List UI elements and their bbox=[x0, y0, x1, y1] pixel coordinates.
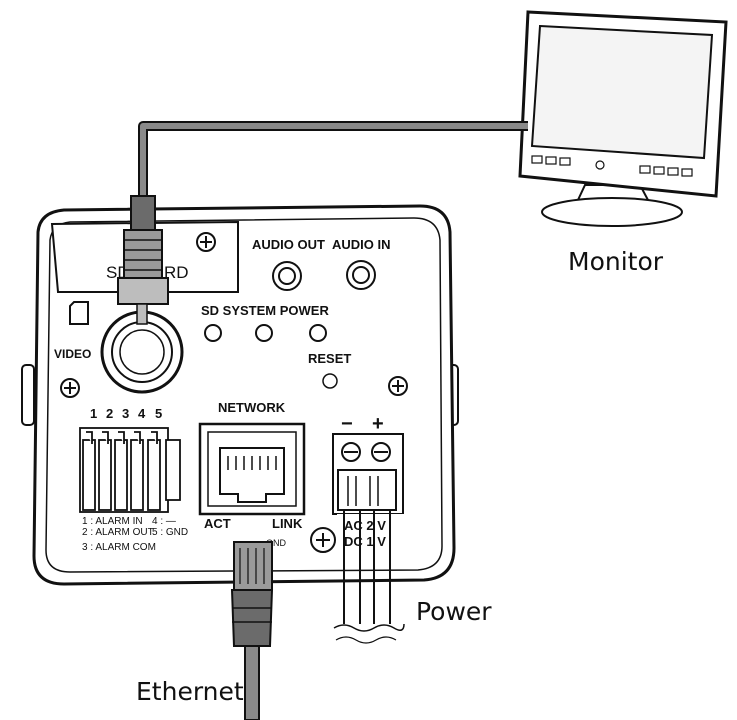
terminal-pin-4: 4 bbox=[138, 406, 146, 421]
terminal-legend-4: 4 : — bbox=[152, 516, 176, 527]
screw-right-icon bbox=[388, 376, 408, 396]
reset-button bbox=[322, 373, 338, 389]
power-terminal-block bbox=[332, 433, 404, 515]
ethernet-cable-wire bbox=[244, 639, 260, 720]
terminal-pin-3: 3 bbox=[122, 406, 129, 421]
sd-card-label-right: RD bbox=[164, 263, 189, 282]
audio-in-label: AUDIO IN bbox=[332, 237, 391, 252]
reset-label: RESET bbox=[308, 351, 351, 366]
sd-led bbox=[204, 324, 222, 342]
screws bbox=[60, 232, 408, 398]
bnc-cable-boot bbox=[130, 195, 156, 233]
power-wires bbox=[333, 510, 405, 644]
bnc-video-connector bbox=[100, 195, 184, 394]
power-plus-label: + bbox=[372, 413, 384, 435]
terminal-legend-3: 3 : ALARM COM bbox=[82, 542, 156, 553]
video-cable bbox=[138, 121, 528, 200]
sd-card-icon bbox=[69, 301, 89, 325]
video-cable-core bbox=[140, 123, 528, 200]
power-label: Power bbox=[416, 597, 492, 626]
status-leds bbox=[204, 324, 327, 342]
audio-in-jack bbox=[346, 260, 376, 290]
bnc-plug-ring bbox=[123, 229, 163, 279]
led-row-label: SD SYSTEM POWER bbox=[201, 303, 329, 318]
ground-screw-icon bbox=[310, 527, 336, 553]
power-dc-label: DC 1 V bbox=[344, 534, 386, 549]
terminal-pin-1: 1 bbox=[90, 406, 97, 421]
power-ac-label: AC 2 V bbox=[344, 518, 386, 533]
power-led bbox=[309, 324, 327, 342]
power-label-backdrop bbox=[337, 514, 407, 548]
video-label: VIDEO bbox=[54, 347, 91, 361]
terminal-slots bbox=[82, 431, 161, 511]
ethernet-cable bbox=[230, 541, 274, 720]
monitor-buttons bbox=[531, 155, 693, 177]
link-label: LINK bbox=[272, 516, 303, 531]
terminal-legend-2: 2 : ALARM OUT bbox=[82, 527, 154, 538]
audio-out-label: AUDIO OUT bbox=[252, 237, 325, 252]
terminal-legend-1: 1 : ALARM IN bbox=[82, 516, 143, 527]
screw-top-right-icon bbox=[196, 232, 216, 252]
terminal-legend: 1 : ALARM IN 2 : ALARM OUT 3 : ALARM COM… bbox=[82, 516, 188, 553]
monitor-screen bbox=[530, 24, 714, 160]
terminal-legend-5: 5 : GND bbox=[152, 527, 188, 538]
system-led bbox=[255, 324, 273, 342]
camera-side-tab-left bbox=[21, 364, 35, 426]
terminal-pin-2: 2 bbox=[106, 406, 113, 421]
terminal-pin-numbers: 1 2 3 4 5 bbox=[90, 406, 162, 421]
power-minus-label: − bbox=[341, 413, 353, 435]
audio-out-jack bbox=[272, 261, 302, 291]
ethernet-plug-head bbox=[233, 541, 273, 591]
ethernet-plug-boot bbox=[230, 589, 274, 647]
network-label: NETWORK bbox=[218, 400, 286, 415]
network-rj45-port bbox=[198, 422, 306, 516]
terminal-pin-5: 5 bbox=[155, 406, 162, 421]
ethernet-label: Ethernet bbox=[136, 677, 244, 706]
screw-left-icon bbox=[60, 378, 80, 398]
gnd-label: GND bbox=[266, 538, 287, 548]
monitor-base bbox=[541, 197, 683, 227]
monitor-label: Monitor bbox=[568, 247, 664, 276]
act-label: ACT bbox=[204, 516, 231, 531]
monitor bbox=[518, 10, 728, 227]
alarm-terminal-block bbox=[79, 427, 181, 513]
